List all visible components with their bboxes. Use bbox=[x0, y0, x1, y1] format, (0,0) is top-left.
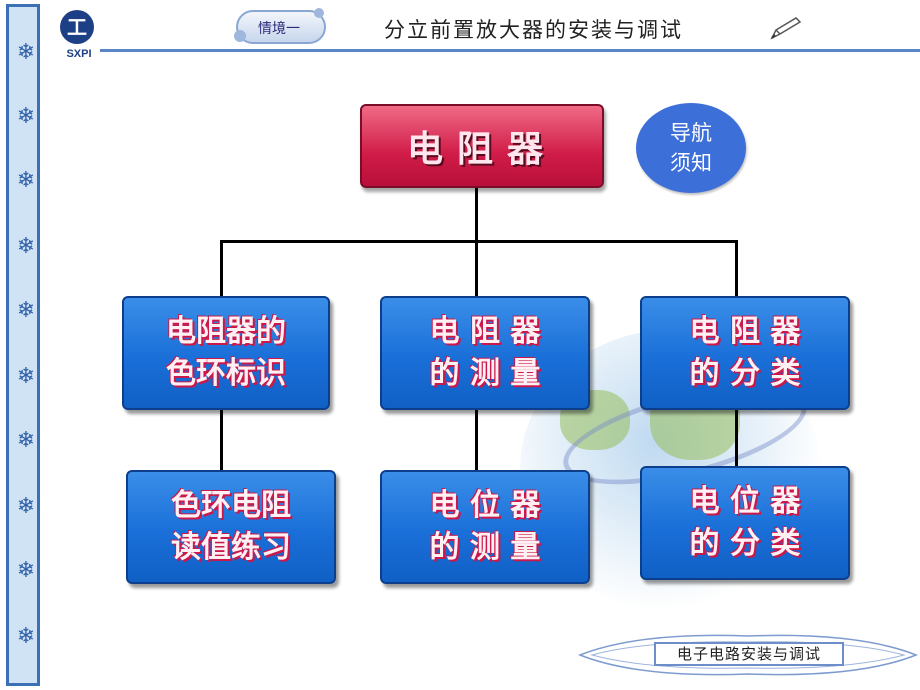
course-label: 电子电路安装与调试 bbox=[654, 642, 844, 666]
badge-dot-icon bbox=[314, 8, 324, 18]
snowflake-icon: ❄ bbox=[16, 428, 36, 453]
course-footer: 电子电路安装与调试 bbox=[578, 630, 918, 680]
connector-line bbox=[220, 240, 738, 243]
logo-text: SXPI bbox=[66, 48, 92, 60]
connector-line bbox=[220, 240, 223, 298]
connector-line bbox=[475, 240, 478, 298]
snowflake-icon: ❄ bbox=[16, 558, 36, 583]
nav-label-line1: 导航 bbox=[670, 121, 712, 145]
node-label: 电 阻 器 的 测 量 bbox=[429, 314, 541, 391]
node-label: 电 阻 器 的 分 类 bbox=[689, 314, 801, 391]
node-resistor-measure[interactable]: 电 阻 器 的 测 量 bbox=[380, 296, 590, 410]
node-color-code[interactable]: 电阻器的 色环标识 bbox=[122, 296, 330, 410]
node-label: 电阻器的 色环标识 bbox=[166, 314, 286, 391]
snowflake-icon: ❄ bbox=[16, 298, 36, 323]
node-label: 电 位 器 的 分 类 bbox=[689, 484, 801, 561]
navigation-help-button[interactable]: 导航 须知 bbox=[636, 103, 746, 193]
badge-dot-icon bbox=[234, 30, 246, 42]
scenario-badge: 情境一 bbox=[234, 8, 326, 44]
school-logo: 工 SXPI bbox=[54, 10, 104, 68]
pencil-icon bbox=[770, 17, 802, 40]
snowflake-icon: ❄ bbox=[16, 40, 36, 65]
node-resistor-types[interactable]: 电 阻 器 的 分 类 bbox=[640, 296, 850, 410]
snowflake-icon: ❄ bbox=[16, 104, 36, 129]
snowflake-icon: ❄ bbox=[16, 234, 36, 259]
node-color-practice[interactable]: 色环电阻 读值练习 bbox=[126, 470, 336, 584]
node-potentiometer-measure[interactable]: 电 位 器 的 测 量 bbox=[380, 470, 590, 584]
page-title: 分立前置放大器的安装与调试 bbox=[384, 18, 683, 42]
snowflake-icon: ❄ bbox=[16, 624, 36, 649]
logo-emblem-icon: 工 bbox=[60, 10, 94, 44]
connector-line bbox=[735, 240, 738, 298]
snowflake-sidebar: ❄ ❄ ❄ ❄ ❄ ❄ ❄ ❄ ❄ ❄ bbox=[6, 4, 40, 686]
snowflake-icon: ❄ bbox=[16, 494, 36, 519]
node-potentiometer-types[interactable]: 电 位 器 的 分 类 bbox=[640, 466, 850, 580]
root-node-resistor[interactable]: 电阻器 bbox=[360, 104, 604, 188]
connector-line bbox=[220, 408, 223, 472]
root-node-label: 电阻器 bbox=[406, 128, 557, 170]
node-label: 色环电阻 读值练习 bbox=[171, 488, 291, 565]
snowflake-icon: ❄ bbox=[16, 364, 36, 389]
connector-line bbox=[735, 408, 738, 468]
scenario-badge-label: 情境一 bbox=[258, 21, 300, 37]
connector-line bbox=[475, 188, 478, 242]
nav-label-line2: 须知 bbox=[670, 151, 712, 175]
node-label: 电 位 器 的 测 量 bbox=[429, 488, 541, 565]
header-divider bbox=[100, 49, 920, 52]
connector-line bbox=[475, 408, 478, 472]
snowflake-icon: ❄ bbox=[16, 168, 36, 193]
